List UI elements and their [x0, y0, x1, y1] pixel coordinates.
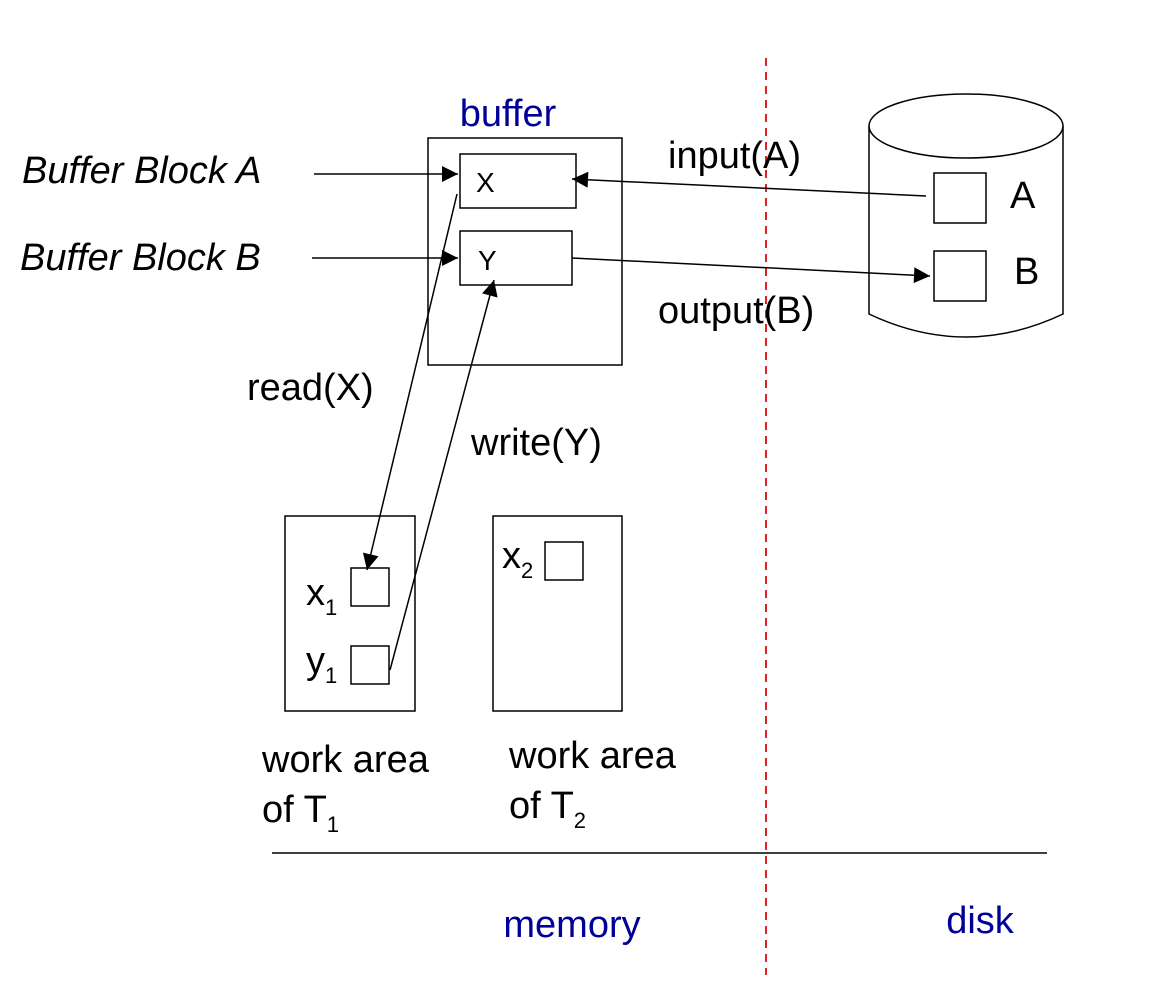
- buffer-label: buffer: [460, 93, 557, 135]
- read-label: read(X): [247, 367, 374, 409]
- buffer-block-x-label: X: [476, 167, 495, 198]
- y1-variable-box: [350, 645, 390, 685]
- work-area-t2-caption-line1: work area: [508, 735, 677, 777]
- work-area-t1-of-t: of T: [262, 789, 327, 831]
- buffer-block-b-label: Buffer Block B: [20, 237, 261, 279]
- work-area-t2-caption-line2: of T2: [509, 785, 586, 833]
- x1-base: x: [306, 572, 325, 614]
- disk-label: disk: [946, 900, 1015, 942]
- disk-block-b: [933, 250, 987, 302]
- read-arrow: [362, 193, 458, 571]
- y1-base: y: [306, 640, 325, 682]
- work-area-t1-caption-line2: of T1: [262, 789, 339, 837]
- work-area-t2-subscript: 2: [574, 808, 586, 833]
- memory-label: memory: [503, 904, 640, 946]
- x2-variable-box: [544, 541, 584, 581]
- write-label: write(Y): [470, 422, 602, 464]
- work-area-t2-box: [492, 515, 623, 712]
- x2-subscript: 2: [521, 558, 533, 583]
- write-arrow: [389, 279, 498, 671]
- x1-subscript: 1: [325, 595, 337, 620]
- output-arrow: [571, 257, 931, 284]
- x2-label: x2: [502, 535, 533, 583]
- work-area-t1-caption-line1: work area: [261, 739, 430, 781]
- x1-variable-box: [350, 567, 390, 607]
- disk-block-a-label: A: [1010, 175, 1036, 217]
- disk-block-a: [933, 172, 987, 224]
- disk-block-b-label: B: [1014, 251, 1039, 293]
- x1-label: x1: [306, 572, 337, 620]
- buffer-block-a-label: Buffer Block A: [22, 150, 261, 192]
- work-area-t2-of-t: of T: [509, 785, 574, 827]
- buffer-block-y: [459, 230, 573, 286]
- input-label: input(A): [668, 135, 801, 177]
- y1-label: y1: [306, 640, 337, 688]
- buffer-box: [427, 137, 623, 366]
- disk-cylinder-body: [868, 126, 1064, 338]
- work-area-t1-subscript: 1: [327, 812, 339, 837]
- input-arrow: [571, 171, 927, 197]
- x2-base: x: [502, 535, 521, 577]
- work-area-t1-box: [284, 515, 416, 712]
- output-label: output(B): [658, 290, 814, 332]
- y1-subscript: 1: [325, 663, 337, 688]
- disk-cylinder-top: [868, 93, 1064, 159]
- buffer-block-y-label: Y: [478, 245, 497, 276]
